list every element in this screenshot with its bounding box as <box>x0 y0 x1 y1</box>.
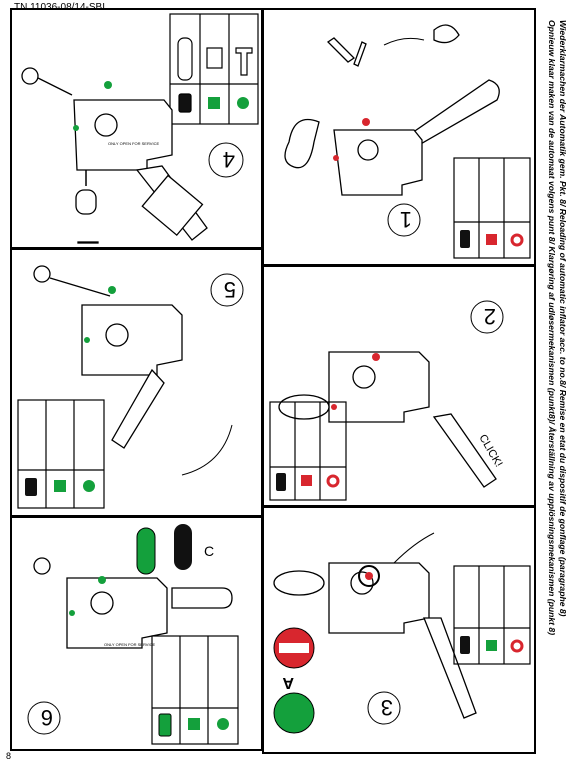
side-caption-line-1: Wiederklarmachen der Automatik gem. Pkt.… <box>558 20 567 617</box>
page-number: 8 <box>6 751 12 761</box>
panel-step-6: C ONLY OPEN FOR SERVICE 6 <box>10 516 263 751</box>
step-4-warning: ONLY OPEN FOR SERVICE <box>108 141 159 146</box>
panel-step-5: 5 <box>10 248 263 517</box>
document-id: TN 11036-08/14-SBI <box>14 2 105 13</box>
step-2-number: 2 <box>484 304 496 329</box>
step-6-warning: ONLY OPEN FOR SERVICE <box>104 642 155 647</box>
step-3-illustration: A 3 <box>273 532 531 734</box>
step-5-number: 5 <box>224 277 236 302</box>
step-4-illustration: ONLY OPEN FOR SERVICE 4 <box>21 13 259 244</box>
step-6-illustration: C ONLY OPEN FOR SERVICE 6 <box>27 524 239 745</box>
step-1-number: 1 <box>400 207 412 232</box>
panel-step-3: A 3 <box>262 506 536 754</box>
panel-step-4: ONLY OPEN FOR SERVICE 4 <box>10 8 263 249</box>
side-caption: Wiederklarmachen der Automatik gem. Pkt.… <box>538 20 567 740</box>
step-4-number: 4 <box>223 147 235 172</box>
a-label-red: A <box>282 674 294 691</box>
step-5-illustration: 5 <box>17 265 244 509</box>
step-6-number: 6 <box>41 705 53 730</box>
step-1-illustration: 1 <box>284 24 531 259</box>
panel-step-1: 1 <box>262 8 536 266</box>
side-caption-line-2: Opnieuw klaar maken van de automaat volg… <box>547 20 557 636</box>
panel-step-2: CLICK! 2 <box>262 265 536 507</box>
step-3-number: 3 <box>381 695 393 720</box>
c-label: C <box>204 543 214 559</box>
step-2-illustration: CLICK! 2 <box>269 300 505 501</box>
